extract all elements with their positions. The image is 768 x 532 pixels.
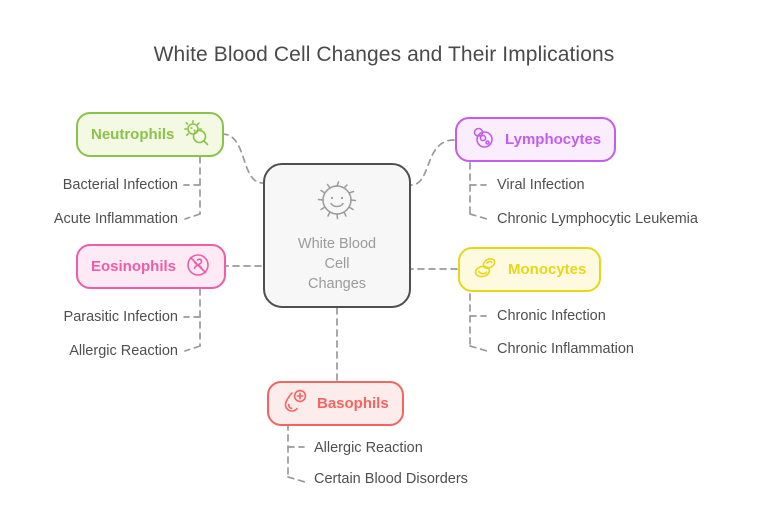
leaf-neutrophils-1: Acute Inflammation — [53, 211, 178, 227]
leaf-lymphocytes-1: Chronic Lymphocytic Leukemia — [497, 211, 698, 227]
leaf-neutrophils-0: Bacterial Infection — [62, 177, 178, 193]
leaf-monocytes-0: Chronic Infection — [497, 308, 606, 324]
wire-eosinophils-leaf-1 — [184, 345, 201, 352]
branch-node-eosinophils[interactable]: Eosinophils — [76, 244, 227, 289]
leaf-eosinophils-1: Allergic Reaction — [69, 343, 178, 359]
page-title: White Blood Cell Changes and Their Impli… — [153, 43, 615, 66]
branch-node-basophils[interactable]: Basophils — [267, 381, 404, 426]
wire-basophils-leaf-1 — [287, 476, 306, 483]
branch-node-monocytes[interactable]: Monocytes — [458, 247, 602, 292]
leaf-monocytes-1: Chronic Inflammation — [497, 341, 634, 357]
wire-lymphocytes — [410, 139, 455, 186]
wire-lymphocytes-leaf-1 — [469, 213, 488, 220]
center-node-label: White Blood Cell Changes — [297, 236, 377, 292]
cell-magnifier-icon — [183, 119, 209, 150]
oval-cells-icon — [473, 255, 499, 285]
spiky-cell-smiley-icon — [314, 180, 360, 227]
leaf-lymphocytes-0: Viral Infection — [497, 177, 585, 193]
wire-monocytes-leaf-1 — [469, 345, 488, 352]
two-cells-icon — [470, 125, 496, 155]
branch-label-basophils: Basophils — [317, 395, 389, 412]
leaf-basophils-1: Certain Blood Disorders — [314, 471, 468, 487]
wire-neutrophils-leaf-1 — [184, 213, 201, 220]
branch-node-lymphocytes[interactable]: Lymphocytes — [455, 117, 617, 162]
center-node[interactable]: White Blood Cell Changes — [263, 163, 411, 308]
branch-label-eosinophils: Eosinophils — [91, 258, 177, 275]
leaf-basophils-0: Allergic Reaction — [314, 440, 423, 456]
branch-node-neutrophils[interactable]: Neutrophils — [76, 112, 225, 157]
leaf-eosinophils-0: Parasitic Infection — [63, 309, 178, 325]
branch-label-neutrophils: Neutrophils — [91, 126, 175, 143]
branch-label-lymphocytes: Lymphocytes — [505, 131, 602, 148]
blood-drop-plus-icon — [282, 389, 308, 419]
branch-label-monocytes: Monocytes — [508, 261, 587, 278]
wire-neutrophils — [221, 133, 264, 184]
crossed-cell-circle-icon — [185, 252, 211, 282]
